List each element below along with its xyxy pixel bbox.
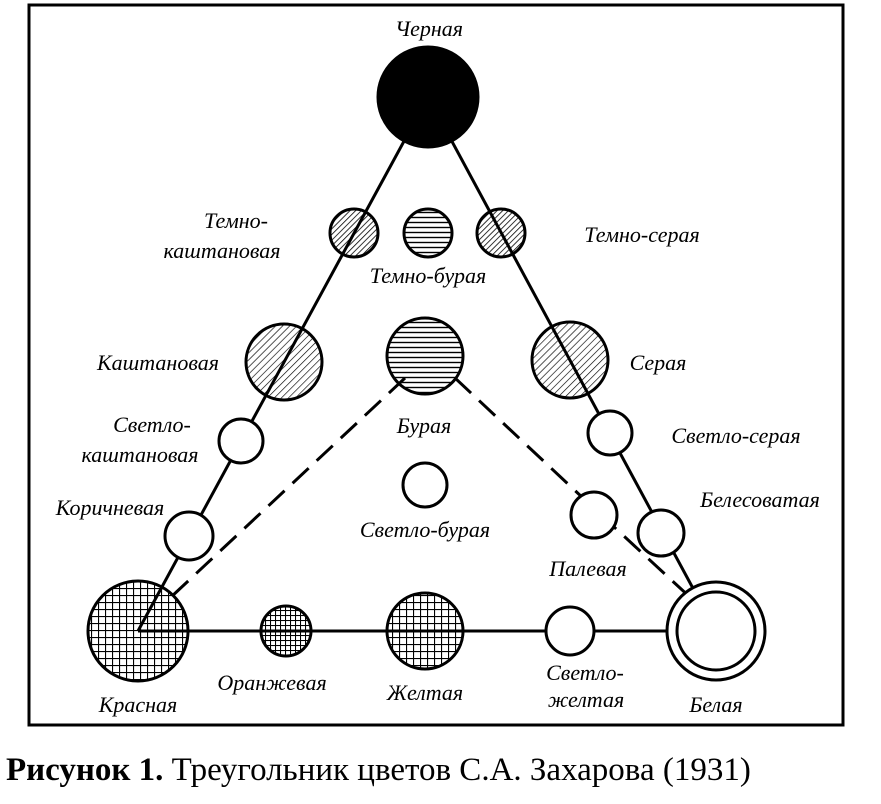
figure-caption: Рисунок 1. Треугольник цветов С.А. Захар… <box>6 752 881 789</box>
label-light-brown: Светло-бурая <box>360 517 490 542</box>
circle-dark-gray <box>475 207 527 259</box>
label-dark-chestnut-line2: каштановая <box>163 238 280 263</box>
label-light-yellow-line2: желтая <box>548 687 624 712</box>
caption-number: Рисунок 1. <box>6 752 164 788</box>
label-gray: Серая <box>630 350 687 375</box>
dashed-left <box>168 376 407 600</box>
label-light-chestnut-line2: каштановая <box>81 442 198 467</box>
label-dark-gray: Темно-серая <box>584 222 699 247</box>
circle-brown <box>385 316 465 396</box>
circle-labels: Черная Темно- каштановая Темно-бурая Тем… <box>55 16 820 717</box>
circle-whitish <box>636 508 686 558</box>
label-dark-brown: Темно-бурая <box>370 263 486 288</box>
label-light-chestnut-line1: Светло- <box>113 412 191 437</box>
dashed-right-lower <box>598 512 695 602</box>
label-white: Белая <box>688 692 742 717</box>
circle-gray <box>530 320 610 400</box>
dashed-right <box>453 376 602 516</box>
circle-light-chestnut <box>217 417 265 465</box>
circle-pale <box>569 490 619 540</box>
label-whitish: Белесоватая <box>699 487 820 512</box>
circle-red <box>86 579 190 683</box>
circle-dark-chestnut <box>328 207 380 259</box>
label-pale: Палевая <box>548 556 626 581</box>
label-brown: Бурая <box>396 413 451 438</box>
circle-black <box>376 45 480 149</box>
color-circles <box>86 45 767 683</box>
circle-orange <box>259 604 313 658</box>
label-cinnamon: Коричневая <box>55 495 165 520</box>
circle-light-brown <box>401 461 449 509</box>
label-yellow: Желтая <box>386 680 463 705</box>
label-orange: Оранжевая <box>217 670 326 695</box>
circle-white-inner <box>675 590 757 672</box>
inner-dashed-triangle <box>168 376 695 602</box>
label-black: Черная <box>395 16 463 41</box>
circle-dark-brown <box>402 207 454 259</box>
circle-light-gray <box>586 409 634 457</box>
circle-cinnamon <box>163 510 215 562</box>
label-dark-chestnut-line1: Темно- <box>204 208 268 233</box>
circle-light-yellow <box>544 605 596 657</box>
circle-chestnut <box>244 322 324 402</box>
label-light-yellow-line1: Светло- <box>546 660 624 685</box>
label-chestnut: Каштановая <box>96 350 219 375</box>
label-red: Красная <box>98 692 178 717</box>
label-light-gray: Светло-серая <box>671 423 800 448</box>
caption-text: Треугольник цветов С.А. Захарова (1931) <box>163 752 751 788</box>
circle-yellow <box>385 591 465 671</box>
